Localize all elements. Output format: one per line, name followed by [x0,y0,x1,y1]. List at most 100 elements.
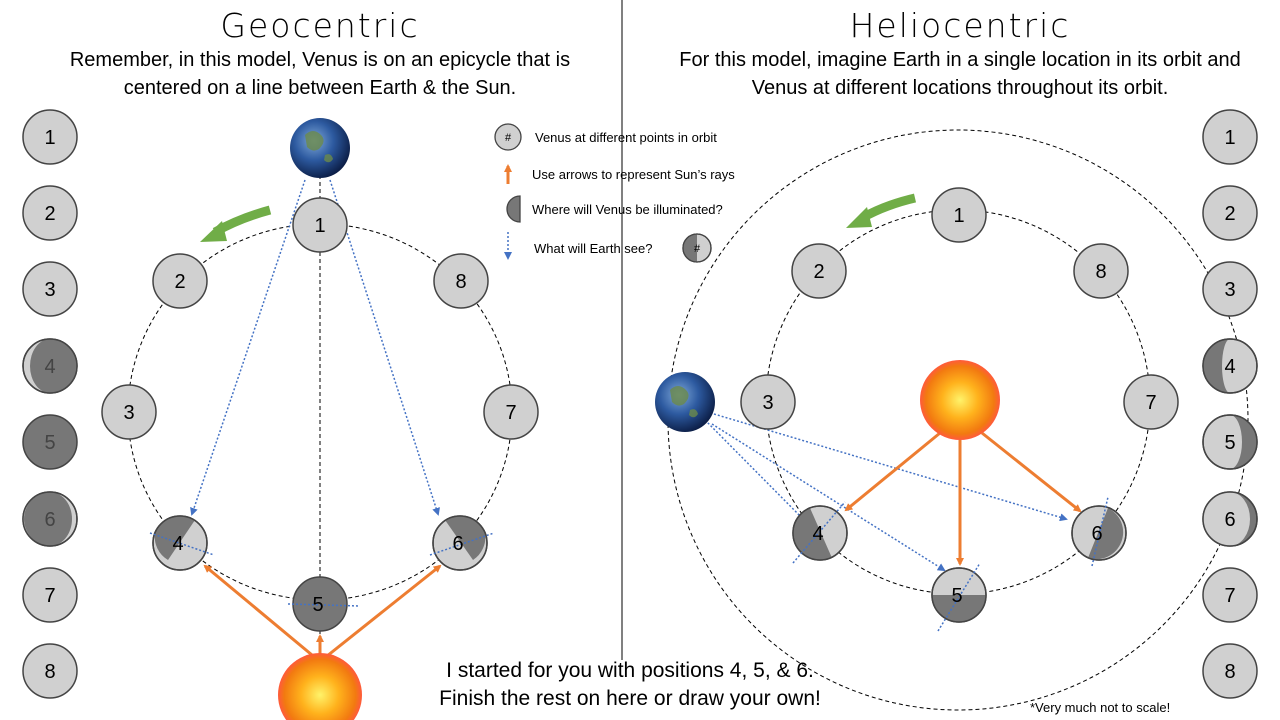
helio-sight-line-4 [704,419,810,526]
bottom-note-line-2: Finish the rest on here or draw your own… [439,687,821,710]
helio-venus-7: 7 [1123,374,1179,430]
left-phase-6: 6 [22,491,78,547]
heliocentric-title: Heliocentric [849,6,1071,45]
svg-text:6: 6 [1091,523,1102,545]
geocentric-title: Geocentric [220,6,420,45]
helio-venus-3: 3 [740,374,796,430]
svg-text:8: 8 [1095,261,1106,283]
helio-venus-6: 6 [1071,496,1127,567]
legend-half-shade-icon [506,195,521,223]
helio-sight-line-5 [711,423,946,572]
geo-sight-line-4 [190,179,306,516]
svg-text:1: 1 [953,205,964,227]
legend-illum-label: Where will Venus be illuminated? [532,202,723,217]
heliocentric-subtitle-line-2: Venus at different locations throughout … [751,77,1169,99]
svg-text:2: 2 [174,271,185,293]
legend: # Venus at different points in orbit Use… [494,123,735,263]
helio-earth-land [670,386,698,418]
svg-text:5: 5 [1224,432,1235,454]
geo-ray-4 [203,564,319,662]
geo-sun [278,653,362,720]
svg-text:3: 3 [123,402,134,424]
svg-text:7: 7 [1224,585,1235,607]
svg-text:4: 4 [812,523,823,545]
svg-text:2: 2 [813,261,824,283]
geo-earth-land [305,131,333,163]
geo-venus-7: 7 [483,384,539,440]
svg-text:2: 2 [1224,203,1235,225]
helio-rotation-arrow [859,193,917,222]
svg-text:7: 7 [505,402,516,424]
scale-note: *Very much not to scale! [1030,700,1171,715]
svg-text:6: 6 [1224,509,1235,531]
geo-venus-8: 8 [433,253,489,309]
geocentric-subtitle: Remember, in this model, Venus is on an … [0,46,640,102]
right-phase-6: 6 [1202,491,1258,547]
legend-venus-label: Venus at different points in orbit [535,130,717,145]
svg-text:1: 1 [44,127,55,149]
svg-text:7: 7 [44,585,55,607]
geo-venus-1: 1 [292,197,348,253]
left-phase-8: 8 [22,643,78,699]
svg-text:1: 1 [314,215,325,237]
svg-text:6: 6 [452,533,463,555]
helio-venus-2: 2 [791,243,847,299]
geo-venus-2: 2 [152,253,208,309]
left-phase-3: 3 [22,261,78,317]
svg-text:3: 3 [44,279,55,301]
svg-text:8: 8 [455,271,466,293]
bottom-note: I started for you with positions 4, 5, &… [420,657,840,713]
left-phase-5: 5 [22,414,78,470]
left-phase-4: 4 [22,338,78,394]
right-phase-5: 5 [1202,414,1258,470]
geo-ray-6 [321,564,442,662]
svg-text:4: 4 [44,356,55,378]
helio-venus-1: 1 [931,187,987,243]
left-phase-column: 1 2 3 4 5 6 7 8 [22,109,78,699]
legend-venus-marker [494,123,522,151]
right-phase-4: 4 [1202,338,1258,394]
heliocentric-subtitle: For this model, imagine Earth in a singl… [640,46,1280,102]
helio-ray-6 [981,431,1082,513]
helio-venus-8: 8 [1073,243,1129,299]
geocentric-subtitle-line-1: Remember, in this model, Venus is on an … [69,49,571,71]
right-phase-column: 1 2 3 4 5 6 7 8 [1202,109,1258,699]
legend-earth-see-label: What will Earth see? [534,241,653,256]
left-phase-2: 2 [22,185,78,241]
svg-text:#: # [694,243,701,255]
right-phase-7: 7 [1202,567,1258,623]
right-phase-3: 3 [1202,261,1258,317]
helio-venus-4: 4 [792,501,848,564]
svg-text:8: 8 [1224,661,1235,683]
svg-text:1: 1 [1224,127,1235,149]
svg-text:5: 5 [951,585,962,607]
svg-text:7: 7 [1145,392,1156,414]
heliocentric-subtitle-line-1: For this model, imagine Earth in a singl… [679,49,1241,71]
geo-sight-line-6 [329,179,440,516]
helio-rotation-arrowhead [846,207,872,228]
left-phase-1: 1 [22,109,78,165]
svg-text:6: 6 [44,509,55,531]
right-phase-8: 8 [1202,643,1258,699]
svg-text:2: 2 [44,203,55,225]
legend-arrows-label: Use arrows to represent Sun’s rays [532,167,735,182]
geo-venus-4: 4 [149,515,215,571]
geo-venus-6: 6 [429,515,495,571]
geo-earth [290,118,350,178]
geo-venus-5: 5 [287,576,361,632]
helio-ray-4 [844,431,941,512]
left-phase-7: 7 [22,567,78,623]
svg-text:5: 5 [312,594,323,616]
svg-text:4: 4 [1224,356,1235,378]
right-phase-2: 2 [1202,185,1258,241]
svg-text:5: 5 [44,432,55,454]
bottom-note-line-1: I started for you with positions 4, 5, &… [446,659,814,682]
right-phase-1: 1 [1202,109,1258,165]
helio-venus-5: 5 [931,562,987,632]
svg-text:4: 4 [172,533,183,555]
helio-sun [920,360,1000,440]
svg-text:3: 3 [1224,279,1235,301]
helio-sight-line-6 [713,413,1068,522]
geocentric-subtitle-line-2: centered on a line between Earth & the S… [123,77,517,99]
